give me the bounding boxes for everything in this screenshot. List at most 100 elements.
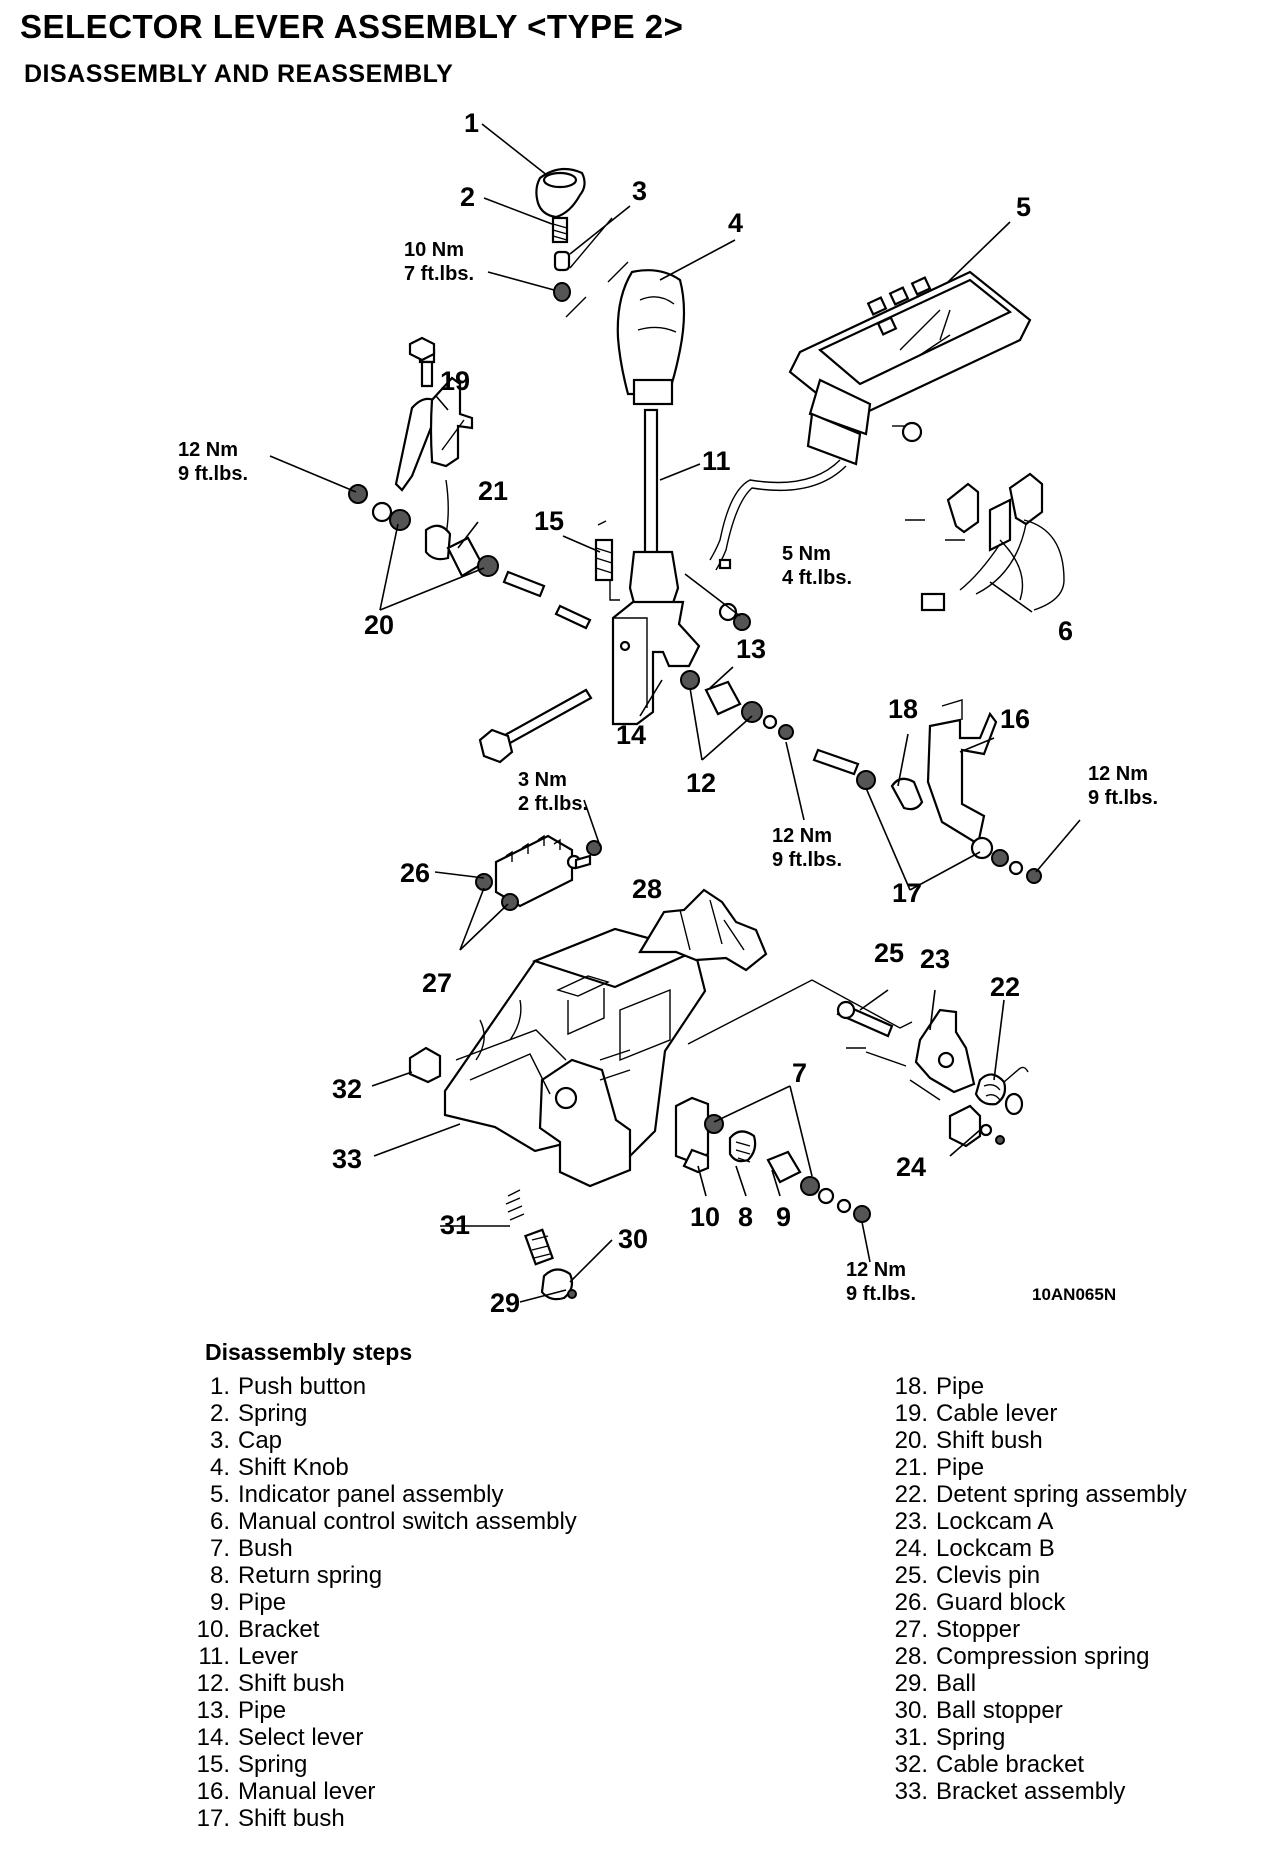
step-text: Lockcam B [936, 1535, 1055, 1562]
callout-30: 30 [618, 1224, 648, 1254]
torque-10-nm: 10 Nm [404, 239, 464, 261]
step-number: 7. [209, 1535, 230, 1562]
step-item: 1.Push button [182, 1373, 577, 1400]
step-item: 28.Compression spring [880, 1643, 1187, 1670]
step-number: 24. [894, 1535, 928, 1562]
step-number: 18. [894, 1373, 928, 1400]
exploded-view-diagram: 1 2 3 4 5 6 7 8 9 10 11 12 13 14 15 16 1… [178, 108, 1158, 1318]
step-item: 24. Lockcam B [880, 1535, 1187, 1562]
step-text: Return spring [238, 1562, 383, 1589]
step-text: Bracket assembly [936, 1778, 1126, 1805]
step-item: 21.Pipe [880, 1454, 1187, 1481]
callout-9: 9 [776, 1202, 791, 1232]
step-number: 12. [196, 1670, 230, 1697]
callout-labels: 1 2 3 4 5 6 7 8 9 10 11 12 13 14 15 16 1… [332, 108, 1073, 1318]
spring-15-drawing [594, 520, 620, 601]
knob-split-marks [565, 261, 629, 318]
ball-stopper-drawing [505, 1189, 577, 1301]
step-text: Shift bush [238, 1805, 345, 1832]
step-item: 8.Return spring [182, 1562, 577, 1589]
callout-29: 29 [490, 1288, 520, 1318]
step-text: Manual lever [238, 1778, 376, 1805]
step-item: 31. Spring [880, 1724, 1187, 1751]
cable-lever-drawing [394, 348, 474, 561]
manual-switch-drawing [905, 472, 1065, 612]
step-text: Shift bush [238, 1670, 345, 1697]
step-item: 7.Bush [182, 1535, 577, 1562]
callout-16: 16 [1000, 704, 1030, 734]
step-text: Spring [238, 1751, 308, 1778]
step-number: 2. [209, 1400, 230, 1427]
step-number: 22. [894, 1481, 928, 1508]
step-number: 30. [894, 1697, 928, 1724]
callout-21: 21 [478, 476, 508, 506]
step-number: 27. [894, 1616, 928, 1643]
step-text: Ball stopper [936, 1697, 1063, 1724]
step-text: Lever [238, 1643, 299, 1670]
callout-26: 26 [400, 858, 430, 888]
step-text: Shift Knob [238, 1454, 349, 1481]
cap-drawing [553, 250, 571, 302]
step-text: Pipe [238, 1589, 287, 1616]
step-number: 31. [894, 1724, 928, 1751]
callout-20: 20 [364, 610, 394, 640]
lockcam-a-drawing [846, 1008, 976, 1094]
step-number: 9. [209, 1589, 230, 1616]
callout-23: 23 [920, 944, 950, 974]
callout-27: 27 [422, 968, 452, 998]
step-text: Shift bush [936, 1427, 1043, 1454]
step-number: 29. [894, 1670, 928, 1697]
step-item: 5. Indicator panel assembly [182, 1481, 577, 1508]
step-item: 9. Pipe [182, 1589, 577, 1616]
step-text: Guard block [936, 1589, 1066, 1616]
cable-bracket-drawing [408, 1046, 442, 1084]
step-number: 20. [894, 1427, 928, 1454]
step-text: Bracket [238, 1616, 320, 1643]
callout-14: 14 [616, 720, 646, 750]
step-text: Clevis pin [936, 1562, 1041, 1589]
step-item: 6. Manual control switch assembly [182, 1508, 577, 1535]
step-number: 16. [196, 1778, 230, 1805]
step-text: Indicator panel assembly [238, 1481, 504, 1508]
leader-lines [269, 123, 1081, 1303]
torque-12a-nm: 12 Nm [178, 439, 238, 461]
callout-33: 33 [332, 1144, 362, 1174]
torque-12d-nm: 12 Nm [846, 1259, 906, 1281]
long-bolt-drawing [478, 688, 593, 764]
callout-15: 15 [534, 506, 564, 536]
step-text: Spring [936, 1724, 1006, 1751]
step-text: Lockcam A [936, 1508, 1054, 1535]
step-item: 14. Select lever [182, 1724, 577, 1751]
callout-4: 4 [728, 208, 743, 238]
step-text: Manual control switch assembly [238, 1508, 577, 1535]
step-text: Stopper [936, 1616, 1021, 1643]
step-text: Select lever [238, 1724, 364, 1751]
callout-6: 6 [1058, 616, 1073, 646]
torque-12b-nm: 12 Nm [772, 825, 832, 847]
callout-8: 8 [738, 1202, 753, 1232]
step-number: 5. [209, 1481, 230, 1508]
right-bush-set-drawing [680, 670, 794, 740]
callout-10: 10 [690, 1202, 720, 1232]
left-bush-set-drawing [348, 484, 592, 630]
step-number: 13. [196, 1697, 230, 1724]
detent-spring-drawing [974, 1066, 1029, 1116]
callout-17: 17 [892, 878, 922, 908]
step-item: 10.Bracket [182, 1616, 577, 1643]
disassembly-steps-heading: Disassembly steps [205, 1339, 413, 1365]
step-item: 19.Cable lever [880, 1400, 1187, 1427]
step-item: 18. Pipe [880, 1373, 1187, 1400]
step-text: Pipe [936, 1373, 985, 1400]
callout-31: 31 [440, 1210, 470, 1240]
step-number: 26. [894, 1589, 928, 1616]
step-number: 3. [209, 1427, 230, 1454]
clevis-axis-line [687, 979, 913, 1045]
step-number: 28. [894, 1643, 928, 1670]
step-item: 11.Lever [182, 1643, 577, 1670]
figure-code: 10AN065N [1032, 1285, 1116, 1304]
step-text: Cable bracket [936, 1751, 1085, 1778]
step-number: 6. [209, 1508, 230, 1535]
step-item: 25.Clevis pin [880, 1562, 1187, 1589]
step-item: 30. Ball stopper [880, 1697, 1187, 1724]
step-number: 14. [196, 1724, 230, 1751]
